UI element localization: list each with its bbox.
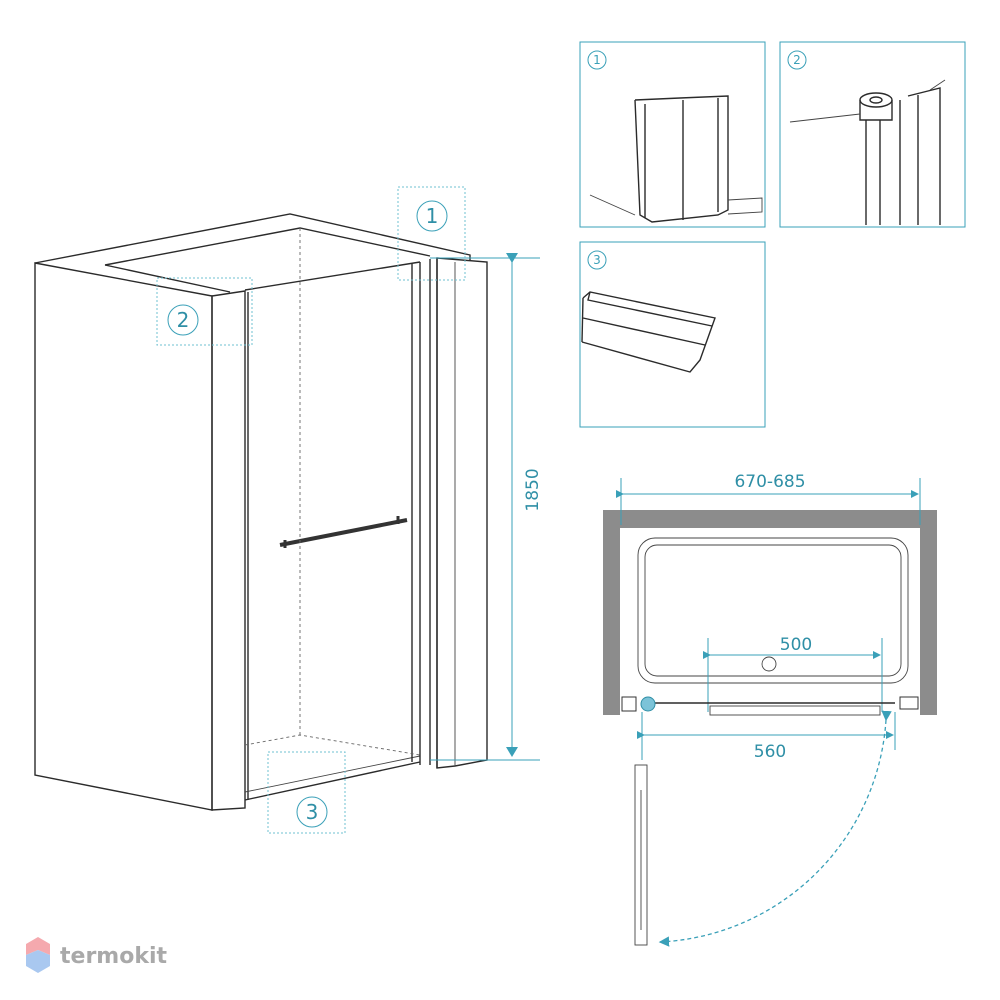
wall-top-inner (104, 227, 431, 266)
walls (603, 510, 937, 715)
door-dimension: 560 (754, 742, 786, 762)
left-wall-side (211, 290, 246, 811)
hinge-icon (640, 696, 656, 712)
callout-box-1 (397, 186, 466, 281)
handle-dimension: 500 (780, 635, 812, 655)
door-open (634, 764, 648, 946)
callout-box-2 (156, 277, 253, 346)
plan-view: 670-685 500 560 (603, 472, 937, 947)
door-handle (279, 518, 408, 547)
perspective-view: 1850 1 2 3 (34, 186, 543, 834)
detail-label-1: 1 (593, 53, 601, 67)
callout-label-1: 1 (426, 204, 439, 228)
detail-panel-3: 3 (579, 241, 766, 428)
door-swing-arc (658, 710, 892, 947)
wall-top-outer (34, 213, 471, 264)
termokit-logo: termokit (26, 937, 167, 973)
right-post (436, 257, 488, 769)
callout-box-3 (267, 751, 346, 834)
callout-label-3: 3 (306, 800, 319, 824)
detail-panel-1: 1 (579, 41, 766, 228)
logo-text: termokit (60, 944, 167, 969)
door-bottom (244, 761, 421, 801)
door-top (244, 261, 421, 291)
callout-circle-2 (167, 304, 199, 336)
callout-circle-1 (416, 200, 448, 232)
callout-circle-3 (296, 796, 328, 828)
height-dimension: 1850 (523, 468, 543, 511)
detail-panel-2: 2 (779, 41, 966, 228)
plan-handle (709, 705, 881, 716)
wall-inner-edge (104, 264, 231, 293)
callout-label-2: 2 (177, 308, 190, 332)
drain (761, 656, 777, 672)
width-dimension: 670-685 (734, 472, 805, 492)
detail-label-3: 3 (593, 253, 601, 267)
detail-label-2: 2 (793, 53, 801, 67)
shower-tray (637, 537, 909, 684)
